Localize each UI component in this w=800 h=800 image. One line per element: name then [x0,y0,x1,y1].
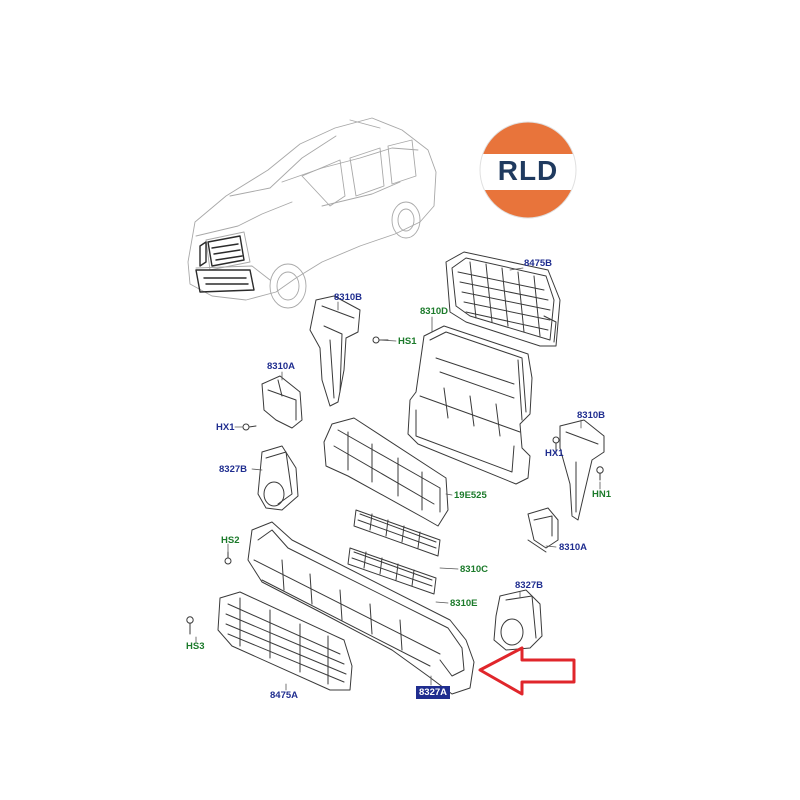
callout-8310a-right: 8310A [559,542,587,553]
part-19e525-panel [323,417,449,527]
fastener-hn1 [596,466,604,481]
red-pointer-arrow [478,646,576,696]
callout-8475b: 8475B [524,258,552,269]
callout-hn1: HN1 [592,489,612,500]
part-8310a-right-duct [527,507,559,553]
callout-8310d: 8310D [420,306,448,317]
callout-8327a-highlighted: 8327A [416,686,450,699]
callout-8327b-left: 8327B [219,464,247,475]
part-8310b-right-bracket [559,419,605,521]
callout-8475a: 8475A [270,690,298,701]
callout-8310b-left: 8310B [334,292,362,303]
part-8310d-frame [407,325,533,485]
logo-middle-band [480,154,576,190]
fastener-hs3 [186,616,194,635]
part-8327b-left-duct [257,445,299,511]
part-8310c-strip [353,509,441,557]
part-8327b-right-duct [493,589,543,651]
callout-8310c: 8310C [460,564,488,575]
part-8475a-louvre [217,591,353,691]
callout-hs1: HS1 [398,336,417,347]
part-8310e-strip [347,547,437,595]
logo-text: RLD [498,155,559,186]
part-8310a-left-duct [261,375,303,429]
part-8475b-grille [445,251,561,347]
vehicle-front-highlight [195,235,255,293]
part-8327a-carrier [247,521,475,695]
callout-hx1-left: HX1 [216,422,235,433]
callout-hs3: HS3 [186,641,205,652]
callout-8310b-right: 8310B [577,410,605,421]
callout-hx1-right: HX1 [545,448,564,459]
callout-8310e: 8310E [450,598,478,609]
vehicle-outline [187,117,437,309]
fastener-hs2 [224,551,232,565]
callout-8310a-left: 8310A [267,361,295,372]
part-8310b-left-bracket [309,295,361,407]
callout-hs2: HS2 [221,535,240,546]
leader-lines [195,267,601,691]
fastener-hx1-left [242,423,257,431]
callout-8327b-right: 8327B [515,580,543,591]
logo-bottom-band [480,190,576,218]
callout-19e525: 19E525 [454,490,487,501]
rld-logo: RLD [479,121,577,219]
